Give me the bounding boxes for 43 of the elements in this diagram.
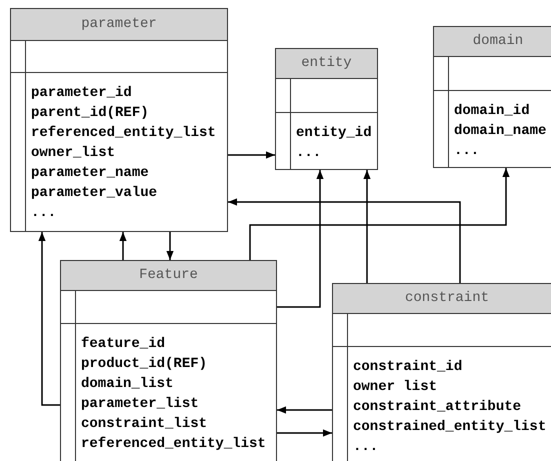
- field-name: ...: [454, 142, 480, 161]
- arrow: [119, 232, 127, 260]
- field-name: parameter_list: [81, 395, 199, 414]
- table-header: entity: [276, 49, 377, 79]
- field-name: parameter_value: [31, 184, 158, 203]
- field-name: ...: [296, 144, 322, 163]
- arrow: [363, 170, 371, 283]
- table-header: parameter: [11, 9, 227, 41]
- field-name: domain_list: [81, 375, 174, 394]
- field-name: product_id(REF): [81, 355, 208, 374]
- table-box: [275, 48, 378, 170]
- field-name: constraint_id: [353, 358, 462, 377]
- arrow: [228, 151, 275, 159]
- field-name: entity_id: [296, 124, 372, 143]
- table-header: Feature: [61, 261, 276, 291]
- field-name: constraint_attribute: [353, 398, 522, 417]
- field-name: ...: [31, 204, 56, 223]
- arrow: [249, 168, 510, 260]
- arrow: [277, 406, 332, 414]
- field-name: ...: [353, 438, 378, 457]
- field-name: parent_id(REF): [31, 104, 149, 123]
- table-box: [10, 8, 228, 232]
- field-name: referenced_entity_list: [81, 435, 266, 454]
- table-box: [433, 26, 551, 168]
- arrow: [38, 232, 60, 406]
- arrow: [228, 198, 461, 283]
- field-name: constrained_entity_list: [353, 418, 546, 437]
- table-box: [60, 260, 277, 461]
- field-name: owner list: [353, 378, 438, 397]
- field-name: constraint_list: [81, 415, 208, 434]
- arrow: [277, 429, 332, 437]
- arrow: [166, 232, 174, 260]
- field-name: parameter_id: [31, 84, 132, 103]
- field-name: feature_id: [81, 335, 166, 354]
- arrow: [277, 170, 324, 308]
- field-name: referenced_entity_list: [31, 124, 216, 143]
- field-name: domain_name: [454, 122, 546, 141]
- table-header: domain: [434, 27, 551, 57]
- table-box: [332, 283, 551, 461]
- table-header: constraint: [333, 284, 551, 314]
- field-name: parameter_name: [31, 164, 149, 183]
- field-name: owner_list: [31, 144, 116, 163]
- field-name: domain_id: [454, 102, 530, 121]
